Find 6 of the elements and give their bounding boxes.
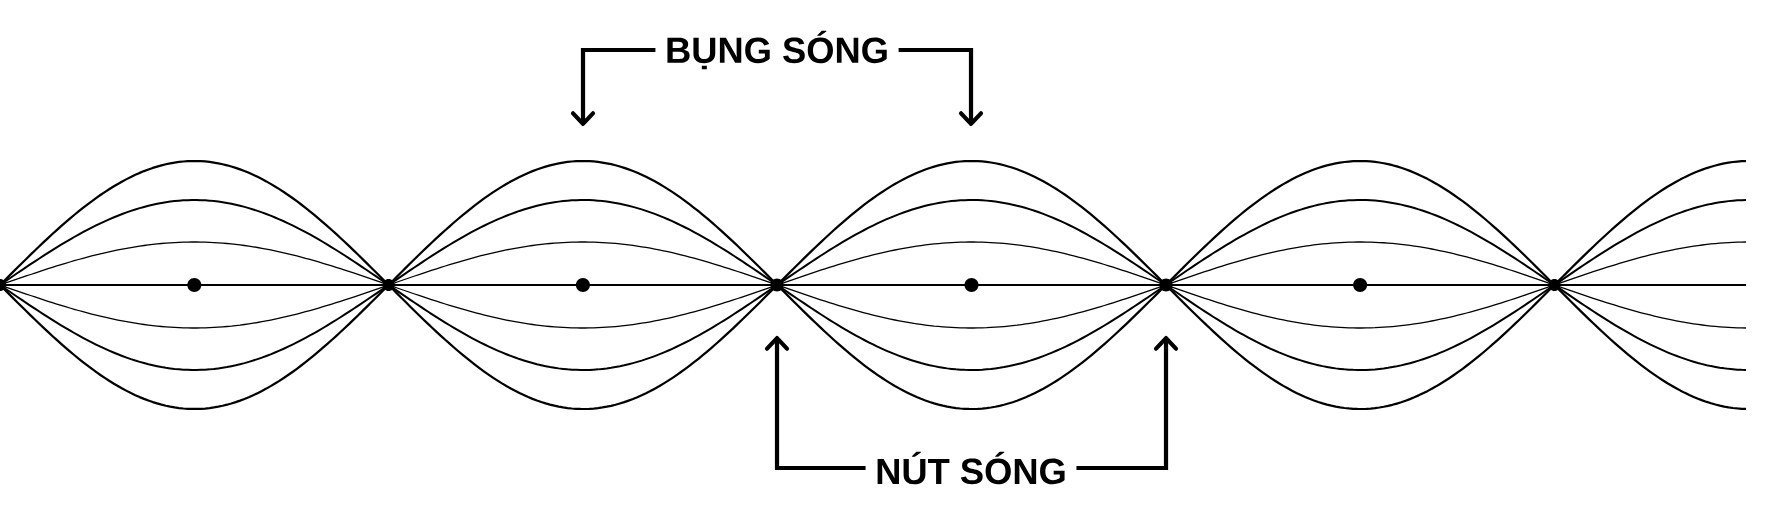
arrow <box>764 336 866 471</box>
arrow <box>1076 336 1179 471</box>
arrow <box>898 47 984 126</box>
arrow <box>570 47 656 126</box>
wave-label: NÚT SÓNG <box>877 451 1065 485</box>
wave-label: BỤNG SÓNG <box>667 30 887 70</box>
